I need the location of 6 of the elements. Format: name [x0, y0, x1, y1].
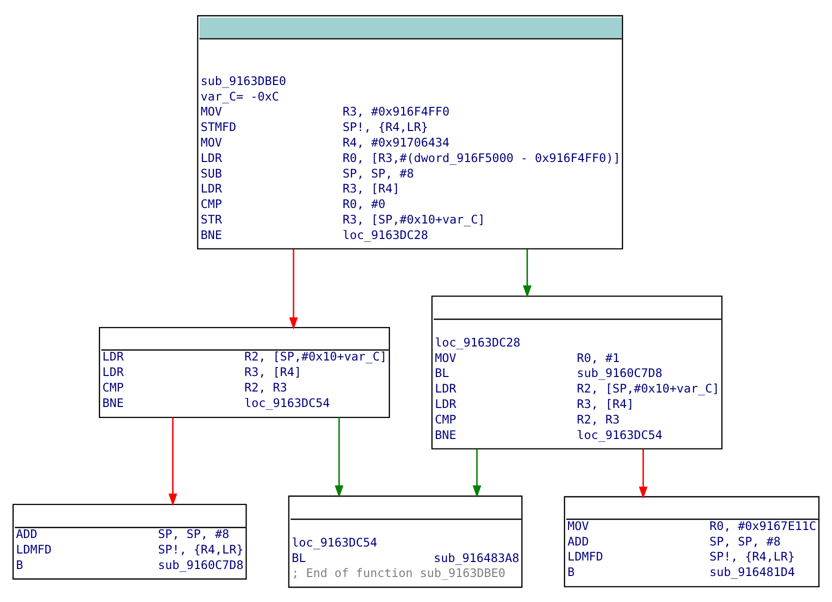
arrow: [472, 448, 482, 498]
arrow: [638, 448, 648, 498]
arrow: [168, 416, 178, 506]
arrow: [522, 248, 532, 298]
arrow: [334, 416, 344, 498]
arrow: [289, 248, 298, 330]
